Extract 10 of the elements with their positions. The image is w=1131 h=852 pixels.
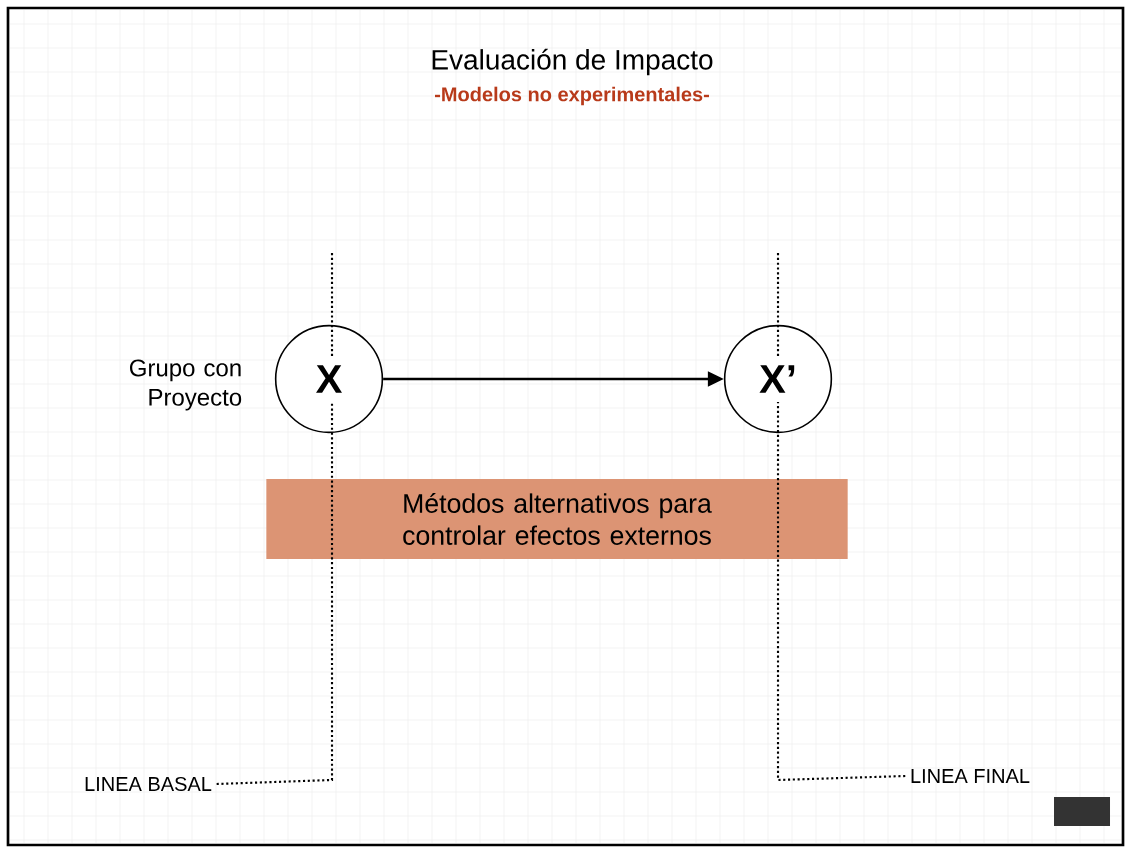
dotted-line [776, 251, 907, 782]
title: Evaluación de Impacto [432, 48, 713, 76]
method-box: Métodos alternativos para controlar efectos externos [266, 479, 848, 559]
row-label: Grupo con Proyecto [130, 359, 242, 411]
circle-node: X’ [723, 324, 833, 434]
line-label: LINEA FINAL [911, 769, 1030, 783]
subtitle: -Modelos no experimentales- [434, 86, 709, 106]
circle-node: X [274, 324, 384, 434]
dotted-line [215, 251, 334, 786]
line-label: LINEA BASAL [85, 776, 212, 792]
